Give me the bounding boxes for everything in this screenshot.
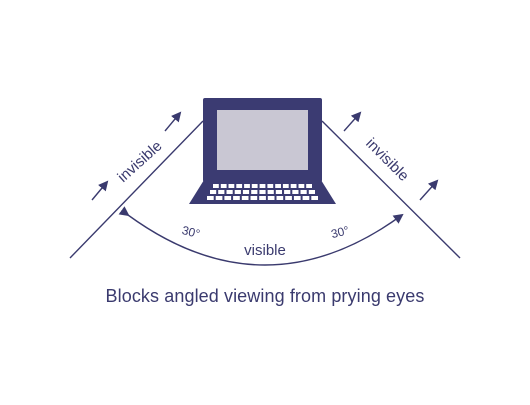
keyboard-key [213, 184, 219, 188]
keyboard-key [282, 184, 289, 188]
keyboard-key [251, 190, 258, 194]
keyboard-key [259, 190, 266, 194]
laptop-keyboard [207, 184, 318, 200]
keyboard-key [267, 196, 275, 200]
visible-label: visible [244, 242, 286, 259]
keyboard-key [267, 190, 274, 194]
left-invisible-label: invisible [114, 137, 165, 185]
left-boundary-line [69, 120, 204, 259]
keyboard-key [311, 196, 318, 200]
laptop-icon [189, 98, 336, 204]
right-lower-arrow [419, 179, 439, 201]
keyboard-key [228, 184, 235, 188]
keyboard-key [259, 184, 266, 188]
keyboard-key [236, 184, 243, 188]
right-angle-label: 30° [330, 223, 351, 241]
keyboard-key [306, 184, 312, 188]
keyboard-key [250, 196, 258, 200]
keyboard-key [276, 196, 284, 200]
right-upper-arrow [343, 111, 362, 132]
caption: Blocks angled viewing from prying eyes [105, 286, 425, 306]
left-upper-arrow [164, 111, 182, 132]
keyboard-key [215, 196, 223, 200]
keyboard-key [275, 184, 281, 188]
keyboard-key [241, 196, 249, 200]
keyboard-key [293, 196, 301, 200]
keyboard-key [275, 190, 282, 194]
keyboard-key [285, 196, 292, 200]
keyboard-key [302, 196, 310, 200]
left-lower-arrow [91, 180, 109, 201]
keyboard-key [234, 190, 241, 194]
visible-angle-arc [118, 206, 404, 266]
keyboard-key [244, 184, 250, 188]
keyboard-key [300, 190, 307, 194]
laptop-screen [217, 110, 308, 170]
keyboard-key [267, 184, 274, 188]
right-boundary-line [321, 120, 461, 259]
keyboard-key [292, 190, 299, 194]
left-angle-label: 30° [180, 223, 201, 241]
keyboard-key [284, 190, 291, 194]
keyboard-key [224, 196, 232, 200]
keyboard-key [259, 196, 266, 200]
right-invisible-label: invisible [362, 135, 412, 185]
keyboard-key [220, 184, 227, 188]
keyboard-key [290, 184, 297, 188]
keyboard-key [207, 196, 214, 200]
keyboard-key [298, 184, 305, 188]
keyboard-key [251, 184, 258, 188]
keyboard-key [308, 190, 315, 194]
keyboard-key [218, 190, 225, 194]
keyboard-key [210, 190, 217, 194]
keyboard-key [233, 196, 240, 200]
keyboard-key [226, 190, 233, 194]
keyboard-key [242, 190, 250, 194]
